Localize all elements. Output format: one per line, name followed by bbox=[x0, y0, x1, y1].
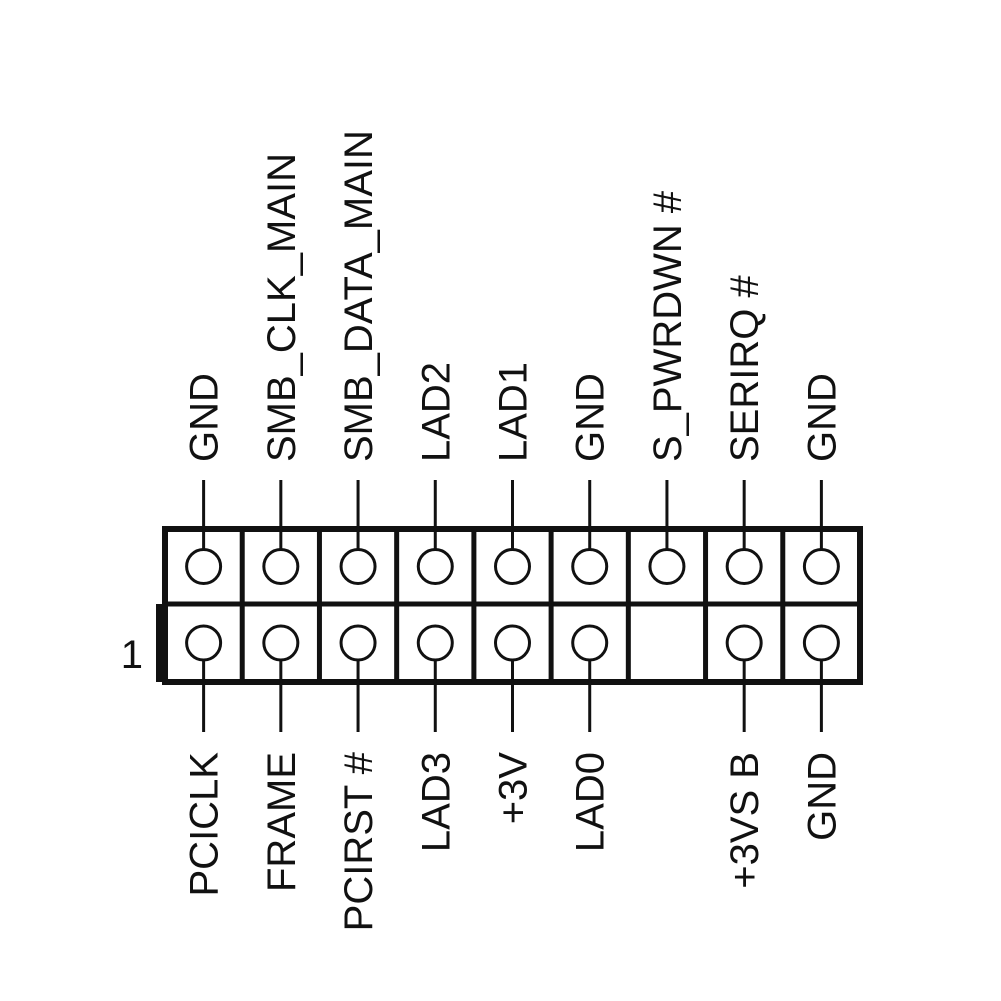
pin-top-label-9: GND bbox=[800, 373, 844, 462]
pin-top-7 bbox=[648, 548, 686, 585]
pin-bottom-9 bbox=[802, 624, 840, 662]
pin-bottom-1 bbox=[185, 624, 223, 662]
pin-top-label-4: LAD2 bbox=[414, 362, 458, 462]
pin-bottom-label-5: +3V bbox=[492, 752, 536, 825]
pin-top-9 bbox=[802, 548, 840, 585]
pin-top-8 bbox=[725, 548, 763, 585]
pin-cells bbox=[162, 526, 863, 685]
pin-top-label-1: GND bbox=[183, 373, 227, 462]
pin-bottom-label-9: GND bbox=[800, 752, 844, 841]
pin-bottom-label-1: PCICLK bbox=[183, 752, 227, 897]
pin-top-label-8: SERIRQ # bbox=[723, 275, 767, 462]
pin-top-label-3: SMB_DATA_MAIN bbox=[337, 130, 381, 462]
pin-one-marker: 1 bbox=[121, 633, 143, 677]
pin-bottom-6 bbox=[571, 624, 609, 662]
pin-top-label-2: SMB_CLK_MAIN bbox=[260, 153, 304, 462]
pin-top-3 bbox=[339, 548, 377, 585]
pin-top-label-5: LAD1 bbox=[492, 362, 536, 462]
pin-bottom-label-8: +3VS B bbox=[723, 752, 767, 889]
pin-bottom-label-3: PCIRST # bbox=[337, 751, 381, 931]
pin-bottom-label-2: FRAME bbox=[260, 752, 304, 892]
pin-top-2 bbox=[262, 548, 300, 585]
pin-top-5 bbox=[494, 548, 531, 585]
pin-bottom-4 bbox=[416, 624, 454, 662]
pin-top-6 bbox=[571, 548, 609, 585]
pin-bottom-3 bbox=[339, 624, 377, 662]
pin-bottom-5 bbox=[494, 624, 531, 662]
pin-bottom-8 bbox=[725, 624, 763, 662]
pin-leads bbox=[202, 480, 823, 732]
pin-top-1 bbox=[185, 548, 223, 585]
pin-top-label-6: GND bbox=[569, 373, 613, 462]
pin-bottom-2 bbox=[262, 624, 300, 662]
pin-bottom-label-6: LAD0 bbox=[569, 752, 613, 852]
pin-top-label-7: S_PWRDWN # bbox=[646, 190, 690, 462]
pin-labels: GND PCICLK SMB_CLK_MAIN FRAME SMB_DATA_MAIN P… bbox=[183, 130, 845, 931]
pin-one-bar bbox=[156, 604, 165, 682]
pin-bottom-label-4: LAD3 bbox=[414, 752, 458, 852]
pin-top-4 bbox=[416, 548, 454, 585]
